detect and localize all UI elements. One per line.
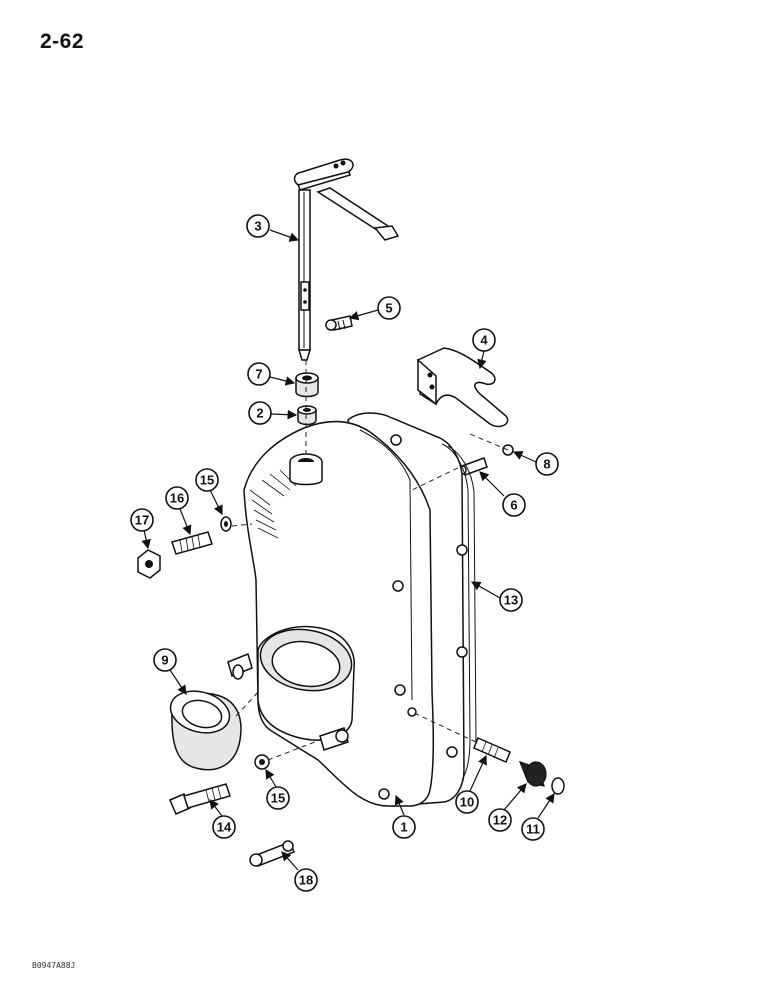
set-screw-part	[325, 315, 353, 331]
callout-label-2: 2	[256, 406, 263, 421]
callout-5: 5	[348, 296, 401, 321]
breather-pin-part	[249, 840, 295, 867]
callout-8: 8	[512, 451, 559, 476]
callout-label-16: 16	[170, 491, 184, 506]
hex-bolt-part	[169, 783, 231, 815]
callout-18: 18	[281, 851, 318, 892]
bushing-part	[295, 372, 319, 398]
callout-label-13: 13	[504, 593, 518, 608]
callout-6: 6	[479, 471, 526, 517]
callout-14: 14	[209, 799, 236, 839]
gasket-part	[441, 443, 477, 781]
figure-code: B0947A88J	[32, 961, 76, 970]
callout-label-18: 18	[299, 873, 313, 888]
callout-15-upper: 15	[195, 468, 223, 516]
callout-1: 1	[392, 794, 416, 839]
callout-label-17: 17	[135, 513, 149, 528]
callout-label-9: 9	[161, 653, 168, 668]
callout-12: 12	[488, 783, 527, 832]
callout-label-12: 12	[493, 813, 507, 828]
oil-seal-part	[169, 690, 242, 771]
callout-13: 13	[470, 581, 523, 612]
assembly-centerlines	[231, 360, 509, 761]
front-cover-housing-part	[227, 412, 468, 807]
callout-17: 17	[130, 508, 154, 550]
callout-label-6: 6	[510, 498, 517, 513]
shift-shaft-part	[293, 158, 400, 361]
stud-part	[171, 531, 213, 555]
callout-label-3: 3	[254, 219, 261, 234]
callout-label-8: 8	[543, 457, 550, 472]
callout-label-7: 7	[255, 367, 262, 382]
callout-label-10: 10	[460, 795, 474, 810]
washer-part-lower	[254, 754, 270, 770]
callout-16: 16	[165, 486, 192, 536]
callout-11: 11	[521, 793, 555, 841]
callout-label-15-upper: 15	[200, 473, 214, 488]
page-number: 2-62	[40, 30, 85, 53]
callout-7: 7	[247, 362, 296, 386]
cap-part	[551, 777, 565, 795]
callout-2: 2	[248, 401, 298, 425]
callout-15-lower: 15	[265, 768, 290, 810]
hex-nut-part	[137, 549, 161, 579]
callout-10: 10	[455, 754, 487, 814]
callout-label-1: 1	[400, 820, 407, 835]
shift-fork-part	[417, 347, 509, 428]
callout-9: 9	[153, 648, 187, 695]
callout-label-4: 4	[480, 333, 488, 348]
callout-label-5: 5	[385, 301, 392, 316]
washer-part-upper	[220, 516, 232, 532]
callout-label-14: 14	[217, 820, 232, 835]
seal-part	[297, 405, 317, 426]
callout-4: 4	[472, 328, 496, 370]
callout-label-15-lower: 15	[271, 791, 285, 806]
callout-3: 3	[246, 214, 300, 242]
drain-stud-part	[473, 737, 511, 763]
plug-part	[518, 761, 547, 787]
callout-label-11: 11	[526, 822, 540, 837]
